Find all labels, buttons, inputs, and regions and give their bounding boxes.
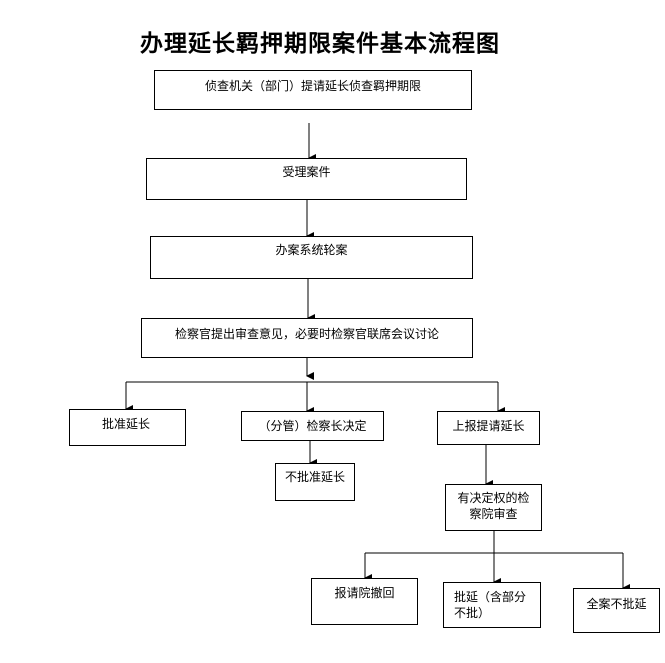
node-apply: 侦查机关（部门）提请延长侦查羁押期限: [154, 70, 472, 110]
page-title: 办理延长羁押期限案件基本流程图: [140, 30, 500, 57]
node-assign: 办案系统轮案: [150, 236, 473, 279]
node-withdraw-label: 报请院撤回: [334, 586, 395, 600]
node-chief-decide: （分管）检察长决定: [241, 411, 384, 441]
node-apply-label: 侦查机关（部门）提请延长侦查羁押期限: [204, 79, 421, 93]
node-assign-label: 办案系统轮案: [275, 243, 348, 257]
node-not-approve: 不批准延长: [275, 463, 355, 501]
node-review: 检察官提出审查意见，必要时检察官联席会议讨论: [141, 318, 473, 358]
node-chief-decide-label: （分管）检察长决定: [258, 419, 367, 433]
node-accept-label: 受理案件: [282, 165, 331, 179]
node-partial-approve: 批延（含部分不批）: [443, 582, 541, 628]
node-report-label: 上报提请延长: [452, 419, 525, 433]
node-report: 上报提请延长: [437, 411, 540, 445]
node-authority-review-label: 有决定权的检察院审查: [457, 491, 530, 521]
node-authority-review: 有决定权的检察院审查: [445, 484, 542, 531]
node-full-reject: 全案不批延: [573, 588, 660, 633]
node-accept: 受理案件: [146, 158, 467, 200]
node-partial-approve-label: 批延（含部分不批）: [454, 590, 527, 620]
node-approve-label: 批准延长: [102, 417, 151, 431]
node-withdraw: 报请院撤回: [311, 578, 418, 625]
node-full-reject-label: 全案不批延: [586, 597, 647, 611]
node-approve: 批准延长: [69, 409, 186, 446]
node-review-label: 检察官提出审查意见，必要时检察官联席会议讨论: [175, 327, 440, 341]
node-not-approve-label: 不批准延长: [284, 470, 345, 484]
